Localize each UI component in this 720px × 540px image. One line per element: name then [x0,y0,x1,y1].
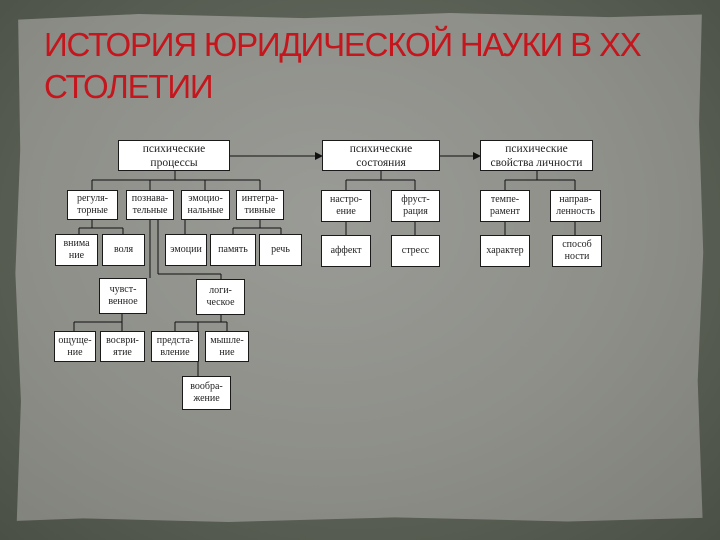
node-sensory-line-2: венное [108,296,138,307]
node-orientation: направ- ленность [550,190,601,222]
node-frustration-line-2: рация [403,206,428,217]
node-mental-processes-line-1: психические [142,142,206,155]
node-speech-line-1: речь [271,244,290,255]
node-emotional-line-1: эмоцио- [188,193,223,204]
node-cognitive-line-2: тельные [132,205,168,216]
node-temperament-line-1: темпе- [490,194,520,205]
node-attention: внима ние [55,234,98,266]
node-logical: логи- ческое [196,279,245,315]
node-frustration-line-1: фруст- [401,194,430,205]
node-logical-line-1: логи- [209,285,232,296]
node-perception-line-1: восври- [106,334,139,346]
node-thinking-line-2: ние [219,346,235,358]
node-abilities-line-2: ности [564,251,590,262]
slide-title-line-1: ИСТОРИЯ ЮРИДИЧЕСКОЙ НАУКИ В ХХ [44,26,642,63]
node-sensation-line-1: ощуще- [58,334,92,346]
node-character-line-1: характер [486,245,524,256]
node-speech: речь [259,234,302,266]
node-thinking-line-1: мышле- [210,334,244,346]
node-stress: стресс [391,235,440,267]
node-attention-line-1: внима [63,238,90,249]
node-regulatory-line-1: регуля- [76,193,109,204]
node-will: воля [102,234,145,266]
node-sensory-line-1: чувст- [109,284,137,295]
node-affect-line-1: аффект [330,245,362,256]
node-sensation: ощуще- ние [54,331,96,362]
node-imagination: вообра- жение [182,376,231,410]
node-logical-line-2: ческое [206,297,235,308]
node-mood: настро- ение [321,190,371,222]
node-orientation-line-1: направ- [559,194,592,205]
node-mood-line-2: ение [336,206,356,217]
node-attention-line-2: ние [68,250,85,261]
node-perception: восври- ятие [100,331,145,362]
node-representation: предста- вление [151,331,199,362]
node-memory: память [210,234,256,266]
slide-title-line-2: СТОЛЕТИИ [44,68,214,105]
node-character: характер [480,235,530,267]
node-personality-properties-line-1: психические [505,142,568,155]
node-abilities: способ ности [552,235,602,267]
node-affect: аффект [321,235,371,267]
node-imagination-line-1: вообра- [190,381,223,392]
node-integrative-line-2: тивные [244,205,276,216]
node-representation-line-2: вление [160,346,190,358]
node-sensation-line-2: ние [67,346,83,358]
node-mental-states: психические состояния [322,140,440,171]
slide-title: ИСТОРИЯ ЮРИДИЧЕСКОЙ НАУКИ В ХХ СТОЛЕТИИ [44,24,684,108]
node-sensory: чувст- венное [99,278,147,314]
node-representation-line-1: предста- [156,334,194,346]
node-will-line-1: воля [113,244,134,255]
node-temperament-line-2: рамент [490,206,520,217]
node-integrative: интегра- тивные [236,190,284,220]
node-perception-line-2: ятие [113,346,132,358]
node-mental-states-line-1: психические [349,142,413,155]
node-emotional-line-2: нальные [187,205,224,216]
node-regulatory-line-2: торные [77,205,108,216]
node-cognitive-line-1: познава- [131,193,169,204]
node-frustration: фруст- рация [391,190,440,222]
node-integrative-line-1: интегра- [241,193,279,204]
node-emotional: эмоцио- нальные [181,190,230,220]
node-personality-properties-line-2: свойства личности [490,156,583,169]
node-emotions: эмоции [165,234,207,266]
node-mood-line-1: настро- [329,194,363,205]
node-memory-line-1: память [218,244,248,255]
node-personality-properties: психические свойства личности [480,140,593,171]
node-thinking: мышле- ние [205,331,249,362]
node-cognitive: познава- тельные [126,190,174,220]
node-mental-states-line-2: состояния [356,156,406,169]
node-orientation-line-2: ленность [556,206,595,217]
node-temperament: темпе- рамент [480,190,530,222]
node-stress-line-1: стресс [401,245,430,256]
node-abilities-line-1: способ [562,239,592,250]
paper-texture-panel [15,13,704,522]
node-imagination-line-2: жение [193,393,220,404]
node-regulatory: регуля- торные [67,190,118,220]
node-mental-processes-line-2: процессы [150,156,198,169]
node-mental-processes: психические процессы [118,140,230,171]
node-emotions-line-1: эмоции [170,244,202,255]
